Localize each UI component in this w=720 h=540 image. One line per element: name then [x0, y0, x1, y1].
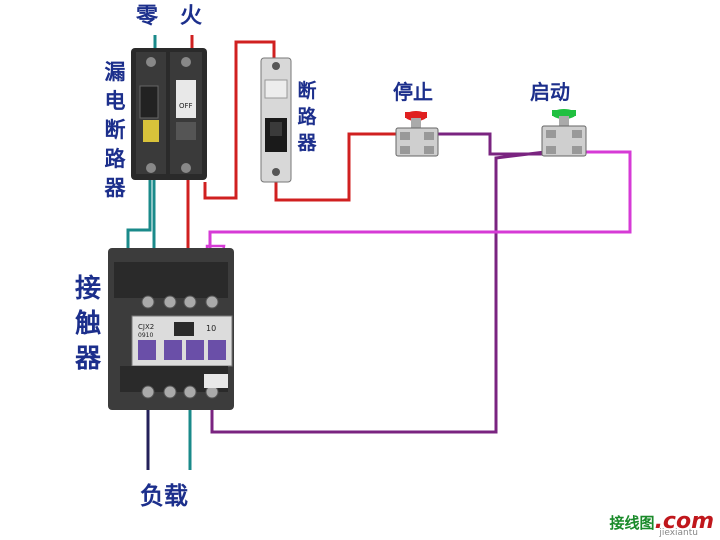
- contactor-model-text: CJX2: [138, 323, 154, 331]
- breaker-device: [260, 57, 292, 183]
- watermark-com: .com: [654, 509, 714, 534]
- live-label: 火: [180, 4, 203, 29]
- stop-label: 停止: [393, 80, 433, 104]
- breaker-label: 断路器: [297, 80, 317, 154]
- start-button-device: [541, 109, 587, 157]
- stop-button-device: [395, 111, 439, 157]
- contactor-label: 接触器: [74, 274, 101, 374]
- contactor-model-text-2: 0910: [138, 332, 153, 339]
- load-label: 负载: [140, 482, 188, 510]
- neutral-label: 零: [136, 4, 159, 29]
- watermark-cn: 接线图: [609, 514, 655, 532]
- start-to-coil-wire: [210, 150, 546, 434]
- start-label: 启动: [530, 80, 570, 104]
- stop-to-start-wire: [436, 132, 548, 156]
- live-to-breaker-wire: [203, 40, 276, 200]
- rcd-device: [131, 48, 207, 180]
- rcd-off-text: OFF: [179, 102, 193, 110]
- watermark-sub: jiexiantu: [659, 528, 698, 538]
- contactor-rating-text: 10: [206, 324, 216, 333]
- contactor-device: [108, 248, 234, 410]
- breaker-to-stop-wire: [274, 132, 398, 202]
- neutral-out-wire-1: [126, 172, 152, 262]
- rcd-label: 漏电断路器: [104, 60, 126, 200]
- watermark: 接线图.com: [610, 509, 714, 534]
